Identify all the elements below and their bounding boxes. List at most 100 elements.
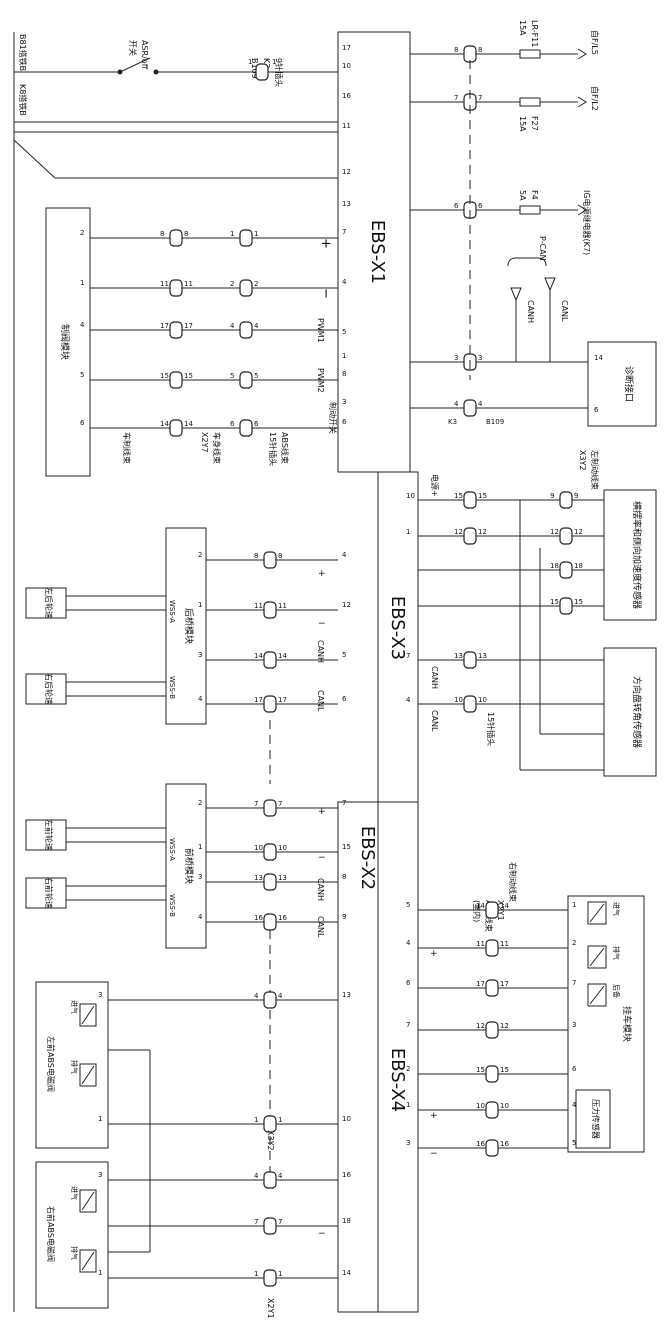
front-canh: CANH xyxy=(316,878,325,901)
connector-pin: 12 xyxy=(550,528,559,536)
connector-pin: 16 xyxy=(476,1140,485,1148)
asr-off-label: ASR/off xyxy=(140,40,149,70)
connector-pin: 10 xyxy=(476,1102,485,1110)
x4-pin: 5 xyxy=(406,901,410,909)
x4-pin: 6 xyxy=(406,979,411,987)
connector-pin: 10 xyxy=(478,696,487,704)
diag-k3: K3 xyxy=(448,418,457,426)
rear-axle-box xyxy=(165,527,207,725)
rear-x3-pin: 6 xyxy=(342,695,347,703)
connector-pin: 14 xyxy=(254,652,263,660)
connector-pin: 15 xyxy=(184,372,193,380)
connector xyxy=(263,1269,277,1287)
connector xyxy=(485,901,499,919)
connector-pin: 8 xyxy=(184,230,188,238)
front-plus: + xyxy=(318,807,326,817)
x3-pin: 7 xyxy=(406,652,410,660)
steer-sensor-label: 方向盘转角传感器 xyxy=(631,676,643,748)
connector xyxy=(263,1171,277,1189)
connector-pin: 12 xyxy=(574,528,583,536)
modulator-pin: 1 xyxy=(80,279,84,287)
connector xyxy=(485,1101,499,1119)
connector xyxy=(263,873,277,891)
front-x2-pin: 9 xyxy=(342,913,346,921)
pressure-sensor-box xyxy=(575,1089,611,1149)
connector-pin: 1 xyxy=(254,1270,258,1278)
x1-pin-4: 4 xyxy=(342,278,347,286)
trailer-pin: 1 xyxy=(572,901,576,909)
x3-harness15: 15针插头 xyxy=(486,712,496,746)
front-x2-pin: 7 xyxy=(342,799,346,807)
canl-arrow-icon xyxy=(544,277,556,292)
connector-pin: 8 xyxy=(454,46,458,54)
connector-pin: 4 xyxy=(254,1172,259,1180)
valve-pin: 3 xyxy=(98,1171,102,1179)
connector-pin: 13 xyxy=(454,652,463,660)
rear-right-wheel: 右后轮速 xyxy=(44,673,54,705)
x3-power-plus: 电源+ xyxy=(430,474,440,497)
solenoid-label: 进气 xyxy=(70,1000,79,1014)
left-abs-valve-label: 左前ABS电磁阀 xyxy=(46,1036,56,1092)
connector-pin: 13 xyxy=(278,874,287,882)
connector-pin: 17 xyxy=(476,980,485,988)
connector-pin: 4 xyxy=(278,1172,283,1180)
trailer-pin: 4 xyxy=(572,1101,577,1109)
connector-pin: 16 xyxy=(500,1140,509,1148)
connector-pin: 11 xyxy=(500,940,509,948)
pcan-canh: CANH xyxy=(526,300,535,323)
rear-canh: CANH xyxy=(316,640,325,663)
connector xyxy=(239,321,253,339)
asr-switch-label: 开关 xyxy=(128,40,138,56)
diag-label: 诊断接口 xyxy=(623,366,635,402)
pcan-bracket xyxy=(507,257,547,267)
connector-pin: 1 xyxy=(278,1270,282,1278)
x4-pin: 2 xyxy=(406,1065,410,1073)
x2-lower-pin: 16 xyxy=(342,1171,351,1179)
x1-pin-17: 17 xyxy=(342,44,351,52)
rear-x3-pin: 5 xyxy=(342,651,346,659)
connector-pin: 16 xyxy=(254,914,263,922)
x2y7-label: X2Y7 xyxy=(200,432,209,453)
connector xyxy=(263,1217,277,1235)
x4-pin: 7 xyxy=(406,1021,410,1029)
x4-indoor: (室内) xyxy=(472,900,482,922)
k3-label: K3 xyxy=(262,58,271,68)
connector-pin: 17 xyxy=(278,696,287,704)
x4-right-brake: 右制动线束 xyxy=(508,862,518,902)
canh-arrow-icon xyxy=(510,287,522,302)
x2-lower-pin: 10 xyxy=(342,1115,351,1123)
connector xyxy=(463,45,477,63)
connector xyxy=(559,491,573,509)
connector-pin: 15 xyxy=(454,492,463,500)
front-wss-a: WSS-A xyxy=(168,838,176,861)
trailer-solenoid-label: 进气 xyxy=(612,902,621,916)
connector-pin: 5 xyxy=(254,372,258,380)
arrow-icon xyxy=(577,96,587,108)
x4-plus-2: + xyxy=(430,1111,438,1121)
connector-pin: 4 xyxy=(278,992,283,1000)
connector xyxy=(463,399,477,417)
diag-pin6: 6 xyxy=(594,406,599,414)
connector-pin: 12 xyxy=(478,528,487,536)
front-left-wheel: 左前轮速 xyxy=(44,819,54,851)
ebs-x4-label: EBS-X4 xyxy=(387,1048,408,1112)
connector-pin: 6 xyxy=(478,202,483,210)
x3-left-brake: 左制动线束 xyxy=(590,450,600,490)
connector-pin: 4 xyxy=(478,400,483,408)
fuse2-rating: 15A xyxy=(518,116,527,132)
x1-minus-label: − xyxy=(318,288,333,299)
rear-module-pin: 1 xyxy=(198,601,202,609)
trailer-solenoid-slash xyxy=(589,985,605,1005)
connector-pin: 17 xyxy=(184,322,193,330)
connector-pin: 15 xyxy=(476,1066,485,1074)
front-minus: − xyxy=(318,853,326,863)
connector-pin: 4 xyxy=(254,992,259,1000)
front-module-pin: 3 xyxy=(198,873,202,881)
connector xyxy=(559,527,573,545)
connector xyxy=(169,229,183,247)
modulator-pin: 4 xyxy=(80,321,85,329)
connector-pin: 8 xyxy=(278,552,282,560)
x1-pin-13: 13 xyxy=(342,200,351,208)
connector-pin: 1 xyxy=(254,230,258,238)
